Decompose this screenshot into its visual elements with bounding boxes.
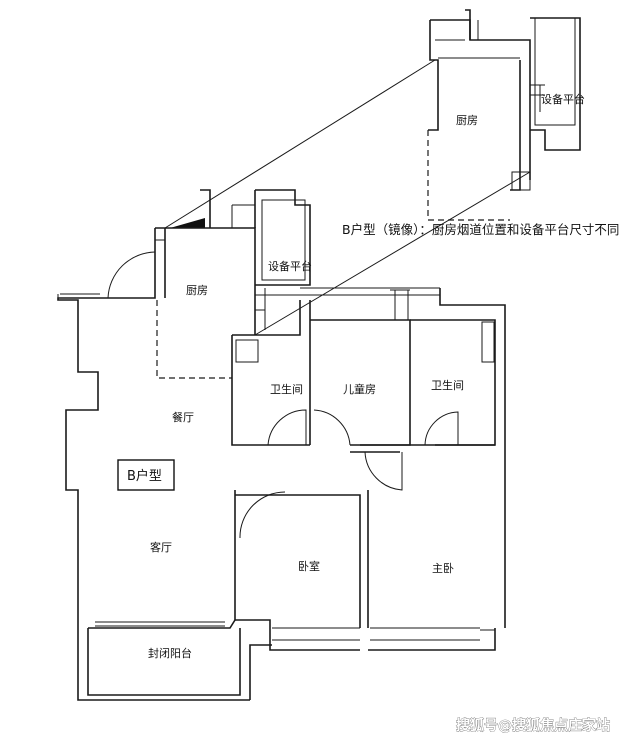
label-master-bedroom: 主卧 — [432, 562, 454, 575]
label-platform: 设备平台 — [268, 259, 312, 273]
label-kitchen-top: 厨房 — [456, 114, 478, 127]
label-balcony: 封闭阳台 — [148, 646, 192, 660]
label-dining: 餐厅 — [172, 410, 194, 424]
main-plan-walls — [57, 189, 506, 701]
label-kids-room: 儿童房 — [343, 382, 376, 396]
unit-type-badge: B户型 — [117, 459, 175, 491]
label-unit-type: B户型 — [127, 468, 162, 484]
label-bath-left: 卫生间 — [270, 382, 303, 396]
detail-kitchen-drawing — [427, 9, 581, 221]
label-platform-top: 设备平台 — [541, 92, 585, 106]
watermark-text: 搜狐号@搜狐焦点庄家站 — [456, 717, 610, 734]
connector-lines — [164, 59, 531, 336]
label-living: 客厅 — [150, 540, 172, 554]
label-bedroom: 卧室 — [298, 559, 320, 573]
mirror-note: B户型（镜像）：厨房烟道位置和设备平台尺寸不同 — [342, 222, 619, 237]
label-kitchen: 厨房 — [186, 284, 208, 297]
label-bath-right: 卫生间 — [431, 378, 464, 392]
room-labels: 厨房 设备平台 B户型（镜像）：厨房烟道位置和设备平台尺寸不同 厨房 设备平台 … — [148, 92, 619, 660]
